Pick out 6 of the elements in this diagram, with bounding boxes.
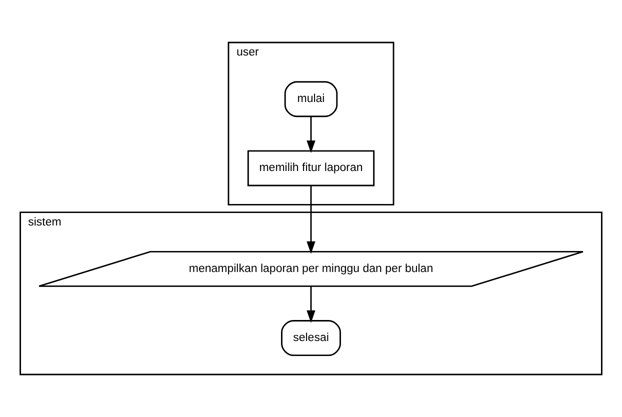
node-box: mulai	[284, 81, 338, 118]
arrow	[306, 286, 316, 323]
node-box: selesai	[281, 320, 341, 356]
arrow	[306, 185, 316, 254]
node-box: memilih fitur laporan	[247, 150, 375, 186]
arrow	[306, 116, 316, 154]
